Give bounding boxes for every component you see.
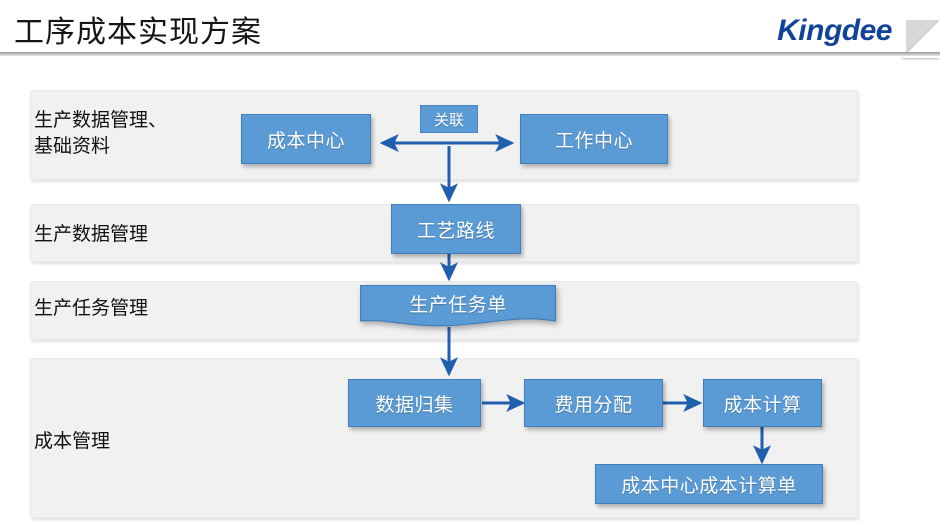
node-data-collection[interactable]: 数据归集 xyxy=(348,379,481,427)
band-label-production-task-management: 生产任务管理 xyxy=(34,298,149,319)
band-label-cost-management: 成本管理 xyxy=(34,431,111,452)
band-label-production-data-basic: 生产数据管理、 基础资料 xyxy=(34,110,168,158)
kingdee-logo: Kingdee xyxy=(777,14,892,47)
node-cost-center-calculation-sheet[interactable]: 成本中心成本计算单 xyxy=(595,464,823,504)
page-curl-triangle-icon xyxy=(902,20,940,58)
band-label-production-data-management: 生产数据管理 xyxy=(34,224,149,245)
node-work-center[interactable]: 工作中心 xyxy=(520,114,668,164)
node-cost-center[interactable]: 成本中心 xyxy=(241,114,371,164)
node-cost-calculation[interactable]: 成本计算 xyxy=(703,379,822,427)
page-title: 工序成本实现方案 xyxy=(14,16,262,49)
node-production-task-order[interactable]: 生产任务单 xyxy=(360,285,556,329)
slide-header: 工序成本实现方案 Kingdee xyxy=(0,0,940,58)
node-production-task-order-label: 生产任务单 xyxy=(409,294,507,316)
production-task-order-shape xyxy=(360,285,556,327)
page-curl-decoration xyxy=(902,20,940,58)
title-divider xyxy=(0,52,940,56)
node-expense-allocation[interactable]: 费用分配 xyxy=(524,379,663,427)
node-process-route[interactable]: 工艺路线 xyxy=(391,204,521,254)
badge-association: 关联 xyxy=(420,105,478,133)
